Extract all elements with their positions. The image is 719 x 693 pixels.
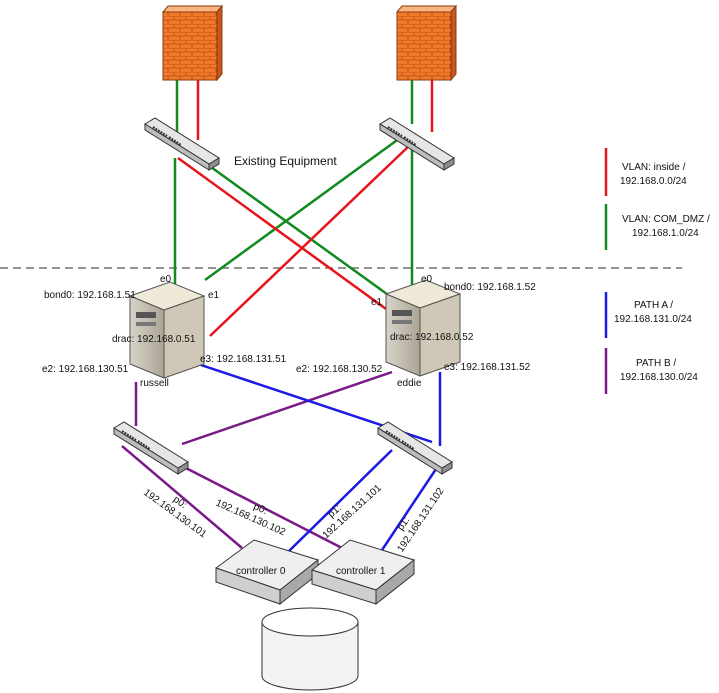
- switch-top-left-icon: [144, 117, 220, 171]
- russell-e2-label: e2: 192.168.130.51: [42, 364, 129, 375]
- vlan-links: [173, 136, 414, 337]
- storage-disk-icon: [261, 607, 359, 691]
- svg-text:192.168.131.0/24: 192.168.131.0/24: [614, 314, 692, 325]
- legend-item-path-b: PATH B / 192.168.130.0/24: [604, 348, 698, 394]
- switch-path-a-icon: [377, 421, 453, 475]
- svg-text:p0:: p0:: [252, 501, 269, 517]
- legend: VLAN: inside / 192.168.0.0/24 VLAN: COM_…: [604, 148, 710, 394]
- controller-1-icon: [310, 539, 416, 606]
- firewall-links: [175, 80, 434, 140]
- c0-p0-label: p0: 192.168.130.101: [141, 487, 209, 540]
- svg-text:192.168.130.0/24: 192.168.130.0/24: [620, 372, 698, 383]
- svg-text:VLAN: inside /: VLAN: inside /: [622, 162, 686, 173]
- server-russell-icon: [128, 281, 206, 379]
- svg-text:192.168.1.0/24: 192.168.1.0/24: [632, 228, 699, 239]
- legend-item-vlan-inside: VLAN: inside / 192.168.0.0/24: [604, 148, 687, 196]
- svg-text:PATH A /: PATH A /: [634, 300, 673, 311]
- eddie-e0-label: e0: [421, 274, 433, 285]
- switch-top-right-icon: [379, 117, 455, 171]
- c1-p0-label: p0: 192.168.130.102: [214, 498, 287, 539]
- russell-e0-label: e0: [160, 274, 172, 285]
- c0-p1-label: p1: 192.168.131.101: [321, 482, 384, 541]
- svg-text:192.168.130.101: 192.168.130.101: [141, 487, 209, 540]
- switch-path-b-icon: [113, 421, 189, 475]
- existing-equipment-label: Existing Equipment: [234, 154, 337, 168]
- russell-name-label: russell: [140, 378, 169, 389]
- russell-drac-label: drac: 192.168.0.51: [112, 334, 196, 345]
- eddie-name-label: eddie: [397, 378, 422, 389]
- eddie-bond0-label: bond0: 192.168.1.52: [444, 282, 536, 293]
- controller-0-icon: [214, 539, 320, 606]
- controller-0-label: controller 0: [236, 566, 286, 577]
- legend-item-path-a: PATH A / 192.168.131.0/24: [604, 292, 692, 338]
- eddie-e2-label: e2: 192.168.130.52: [296, 364, 383, 375]
- eddie-e3-label: e3: 192.168.131.52: [444, 362, 531, 373]
- russell-bond0-label: bond0: 192.168.1.51: [44, 290, 136, 301]
- c1-p1-label: p1: 192.168.131.102: [395, 486, 446, 555]
- eddie-drac-label: drac: 192.168.0.52: [390, 332, 474, 343]
- controller-1-label: controller 1: [336, 566, 386, 577]
- legend-item-vlan-dmz: VLAN: COM_DMZ / 192.168.1.0/24: [604, 204, 710, 250]
- eddie-e1-label: e1: [371, 297, 383, 308]
- firewall-right-icon: [395, 4, 458, 82]
- svg-text:VLAN: COM_DMZ /: VLAN: COM_DMZ /: [622, 214, 710, 225]
- svg-text:192.168.0.0/24: 192.168.0.0/24: [620, 176, 687, 187]
- russell-e1-label: e1: [208, 290, 220, 301]
- svg-text:PATH B /: PATH B /: [636, 358, 676, 369]
- server-eddie-icon: [384, 279, 462, 377]
- russell-e3-label: e3: 192.168.131.51: [200, 354, 287, 365]
- firewall-left-icon: [161, 4, 224, 82]
